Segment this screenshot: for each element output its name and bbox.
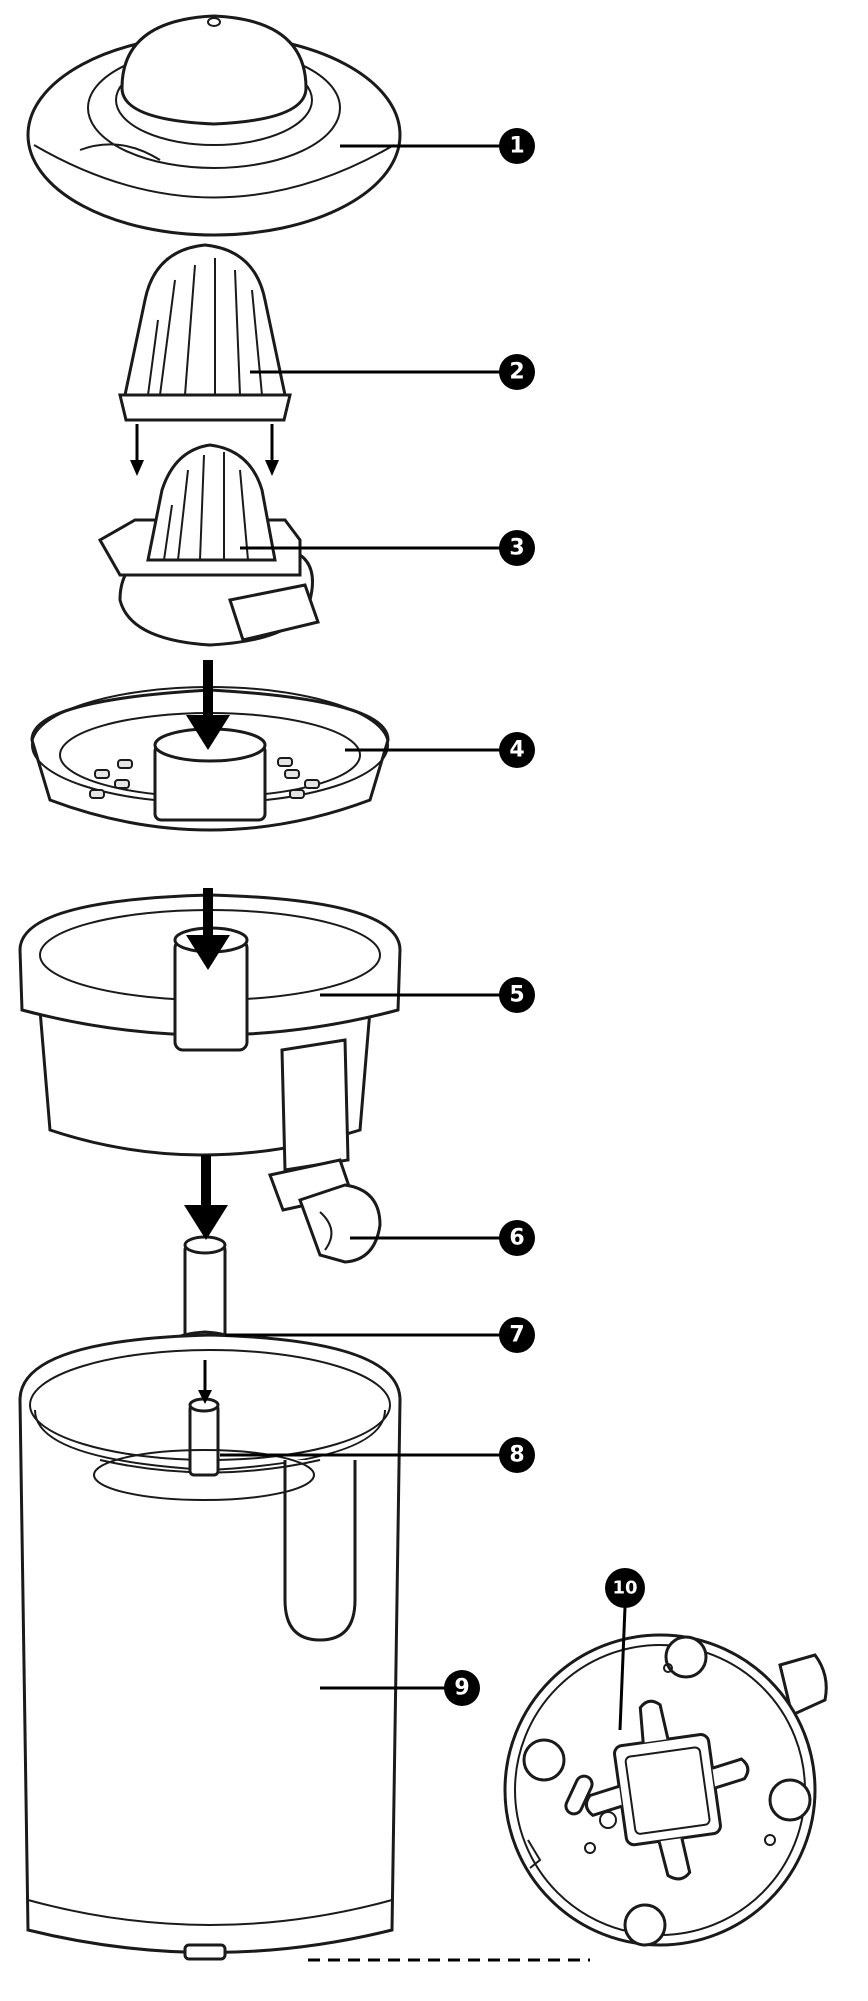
arrow-to-shaft [184, 1155, 228, 1240]
callout-4: 4 [499, 732, 535, 768]
callout-1: 1 [499, 128, 535, 164]
callout-6-label: 6 [509, 1226, 524, 1251]
arrow-to-collector [186, 888, 230, 970]
part-bottom-view [503, 1633, 828, 1947]
part-motor-spindle [93, 1397, 315, 1501]
assembly-arrows [130, 424, 279, 1404]
callout-10: 10 [605, 1568, 645, 1608]
callout-9-label: 9 [454, 1676, 469, 1701]
part-filter [30, 686, 390, 832]
arrow-to-spindle [198, 1360, 212, 1404]
callout-2: 2 [499, 354, 535, 390]
arrow-left-small [130, 424, 144, 476]
callout-1-label: 1 [509, 134, 524, 159]
arrow-right-small [265, 424, 279, 476]
part-small-cone [118, 243, 292, 422]
callout-3-label: 3 [509, 536, 524, 561]
callout-9: 9 [444, 1670, 480, 1706]
callout-5-label: 5 [509, 983, 524, 1008]
part-spout [298, 1183, 382, 1264]
callout-7: 7 [499, 1317, 535, 1353]
callout-5: 5 [499, 977, 535, 1013]
callout-4-label: 4 [509, 738, 524, 763]
callout-10-label: 10 [612, 1578, 637, 1599]
filter-holes [89, 757, 320, 799]
callout-3: 3 [499, 530, 535, 566]
part-lid [26, 14, 402, 237]
callout-8: 8 [499, 1437, 535, 1473]
callout-7-label: 7 [509, 1323, 524, 1348]
part-large-cone [97, 443, 320, 647]
callout-8-label: 8 [509, 1443, 524, 1468]
leader-lines [220, 144, 627, 1962]
arrow-to-filter [186, 660, 230, 750]
callout-6: 6 [499, 1220, 535, 1256]
callout-2-label: 2 [509, 360, 524, 385]
